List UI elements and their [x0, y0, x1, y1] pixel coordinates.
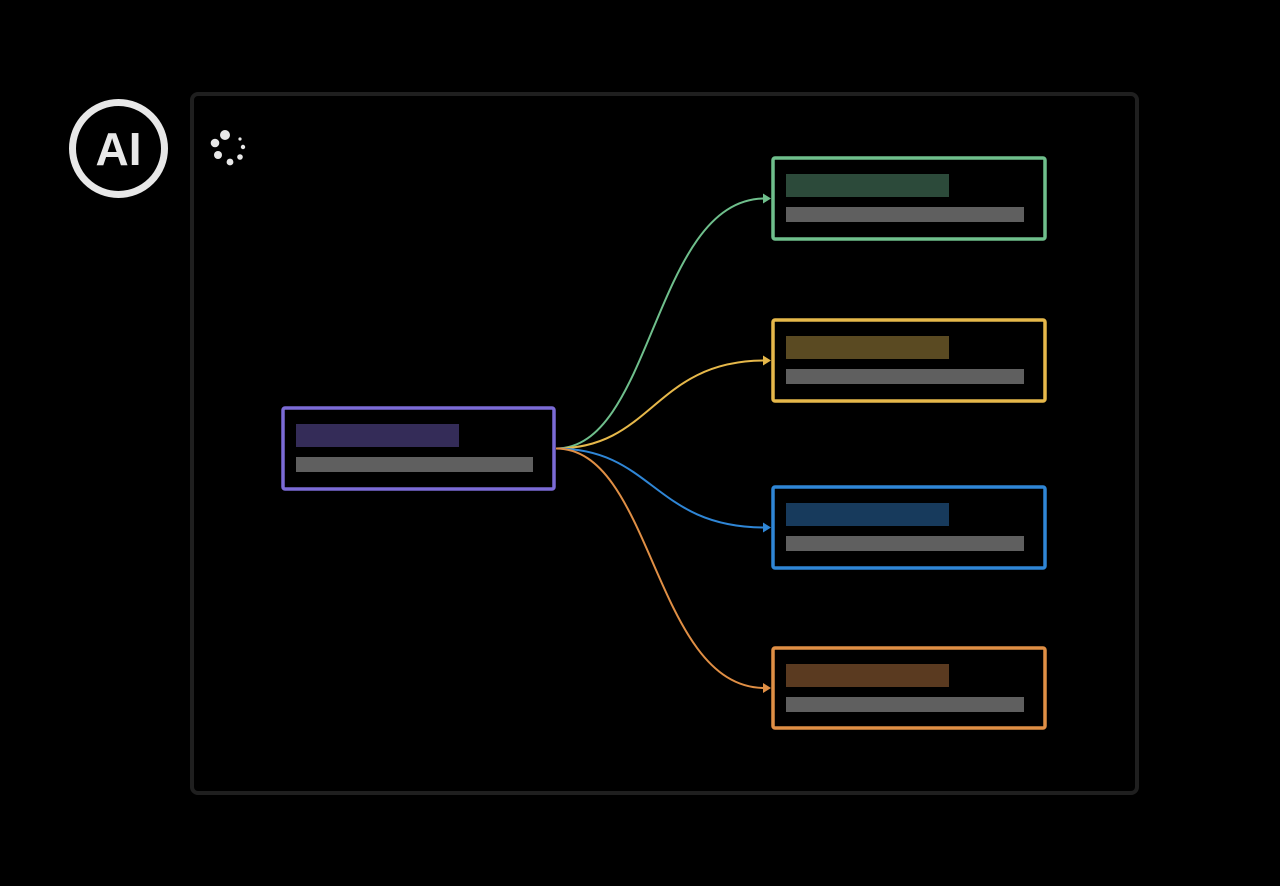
connector-2	[555, 359, 766, 450]
root-node-title-placeholder	[296, 424, 459, 447]
connector-1	[555, 197, 766, 450]
nodes	[281, 156, 1047, 730]
ai-badge-label: AI	[96, 123, 142, 175]
child-node-3-border	[771, 485, 1047, 570]
child-node-3[interactable]	[771, 485, 1047, 570]
child-node-2-border	[771, 318, 1047, 403]
child-node-1-title-placeholder	[786, 174, 949, 197]
ai-badge-icon: AI	[68, 98, 169, 199]
child-node-1-border	[771, 156, 1047, 241]
child-node-1[interactable]	[771, 156, 1047, 241]
canvas-frame	[190, 92, 1139, 795]
root-node-text-placeholder	[296, 457, 533, 472]
connectors	[555, 193, 771, 693]
root-node[interactable]	[281, 406, 556, 491]
connector-2-arrowhead	[763, 355, 771, 366]
child-node-4-title-placeholder	[786, 664, 949, 687]
root-node-border	[281, 406, 556, 491]
child-node-4-border	[771, 646, 1047, 730]
child-node-4[interactable]	[771, 646, 1047, 730]
child-node-3-title-placeholder	[786, 503, 949, 526]
connector-4	[555, 447, 766, 689]
child-node-3-text-placeholder	[786, 536, 1024, 551]
connector-4-arrowhead	[763, 683, 771, 693]
connector-1-arrowhead	[763, 193, 771, 204]
connector-3-arrowhead	[763, 522, 771, 533]
loading-spinner-icon	[206, 127, 252, 171]
child-node-2[interactable]	[771, 318, 1047, 403]
child-node-1-text-placeholder	[786, 207, 1024, 222]
child-node-2-text-placeholder	[786, 369, 1024, 384]
child-node-2-title-placeholder	[786, 336, 949, 359]
child-node-4-text-placeholder	[786, 697, 1024, 712]
connector-3	[555, 447, 766, 529]
